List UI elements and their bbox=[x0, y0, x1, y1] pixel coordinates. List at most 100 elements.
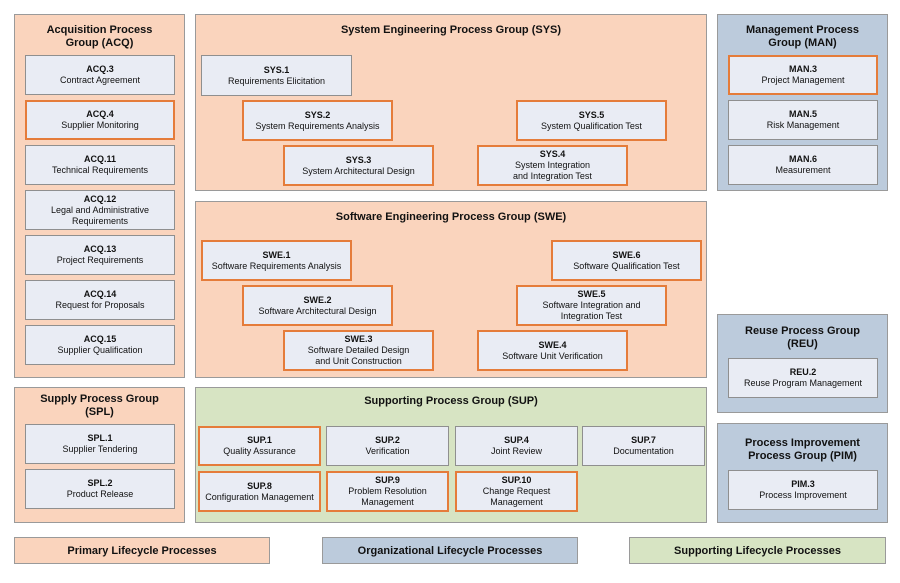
group-sys: System Engineering Process Group (SYS) S… bbox=[195, 14, 707, 191]
process-name: System Architectural Design bbox=[302, 165, 415, 176]
process-id: PIM.3 bbox=[791, 479, 815, 489]
process-id: REU.2 bbox=[789, 367, 817, 377]
process-id: SWE.2 bbox=[303, 294, 332, 305]
process-id: SYS.3 bbox=[345, 154, 372, 165]
process-id: SUP.2 bbox=[375, 435, 400, 445]
process-name: Process Improvement bbox=[759, 490, 847, 500]
process-id: SPL.2 bbox=[87, 478, 113, 488]
process-id: SUP.7 bbox=[631, 435, 656, 445]
group-title-swe: Software Engineering Process Group (SWE) bbox=[335, 211, 567, 223]
process-id: MAN.5 bbox=[788, 109, 817, 119]
group-title-man: Management Process Group (MAN) bbox=[745, 24, 860, 49]
process-name: Joint Review bbox=[490, 446, 543, 456]
process-name: System Qualification Test bbox=[541, 120, 642, 131]
process-name: Technical Requirements bbox=[51, 165, 149, 175]
process-id: SUP.10 bbox=[501, 475, 532, 485]
process-id: ACQ.15 bbox=[83, 334, 117, 344]
process-name: Reuse Program Management bbox=[743, 378, 863, 388]
process-id: SWE.1 bbox=[262, 249, 291, 260]
process-id: SWE.6 bbox=[612, 249, 641, 260]
process-id: SWE.5 bbox=[577, 289, 606, 299]
process-name: Supplier Monitoring bbox=[61, 120, 139, 130]
group-title-sup: Supporting Process Group (SUP) bbox=[364, 395, 538, 407]
process-id: SPL.1 bbox=[87, 433, 113, 443]
group-swe: Software Engineering Process Group (SWE)… bbox=[195, 201, 707, 378]
process-name: Supplier Qualification bbox=[57, 345, 143, 355]
process-name: System Integration and Integration Test bbox=[513, 160, 592, 181]
process-id: ACQ.13 bbox=[83, 244, 117, 254]
process-name: Product Release bbox=[66, 489, 134, 499]
group-title-spl: Supply Process Group (SPL) bbox=[40, 393, 159, 418]
process-id: ACQ.11 bbox=[83, 154, 116, 164]
process-name: Request for Proposals bbox=[55, 300, 145, 310]
process-name: Quality Assurance bbox=[223, 446, 296, 456]
process-name: System Requirements Analysis bbox=[255, 120, 380, 131]
legend-supporting: Supporting Lifecycle Processes bbox=[629, 537, 886, 564]
process-id: ACQ.12 bbox=[83, 193, 117, 204]
process-name: Software Qualification Test bbox=[573, 260, 680, 271]
process-id: SUP.4 bbox=[504, 435, 529, 445]
process-id: SUP.1 bbox=[247, 435, 272, 445]
process-name: Software Requirements Analysis bbox=[211, 260, 342, 271]
process-name: Requirements Elicitation bbox=[227, 75, 326, 86]
legend-primary: Primary Lifecycle Processes bbox=[14, 537, 270, 564]
process-id: SWE.3 bbox=[344, 334, 373, 344]
process-id: SYS.5 bbox=[578, 109, 605, 120]
process-name: Software Architectural Design bbox=[258, 305, 377, 316]
process-id: ACQ.3 bbox=[86, 64, 114, 74]
process-id: ACQ.4 bbox=[86, 109, 114, 119]
process-id: SYS.1 bbox=[263, 64, 290, 75]
process-name: Problem Resolution Management bbox=[348, 486, 427, 507]
process-name: Software Unit Verification bbox=[502, 350, 603, 361]
process-name: Project Management bbox=[761, 75, 845, 85]
process-id: SUP.9 bbox=[375, 475, 400, 485]
process-id: SYS.2 bbox=[304, 109, 331, 120]
process-name: Supplier Tendering bbox=[62, 444, 138, 454]
group-title-sys: System Engineering Process Group (SYS) bbox=[340, 24, 562, 36]
process-name: Verification bbox=[365, 446, 410, 456]
process-name: Documentation bbox=[613, 446, 674, 456]
process-name: Measurement bbox=[775, 165, 831, 175]
process-name: Software Integration and Integration Tes… bbox=[542, 300, 641, 321]
group-title-pim: Process Improvement Process Group (PIM) bbox=[745, 437, 860, 462]
process-name: Contract Agreement bbox=[59, 75, 141, 85]
process-name: Change Request Management bbox=[482, 486, 551, 507]
group-title-acq: Acquisition Process Group (ACQ) bbox=[46, 24, 153, 49]
process-name: Software Detailed Design and Unit Constr… bbox=[307, 345, 410, 366]
